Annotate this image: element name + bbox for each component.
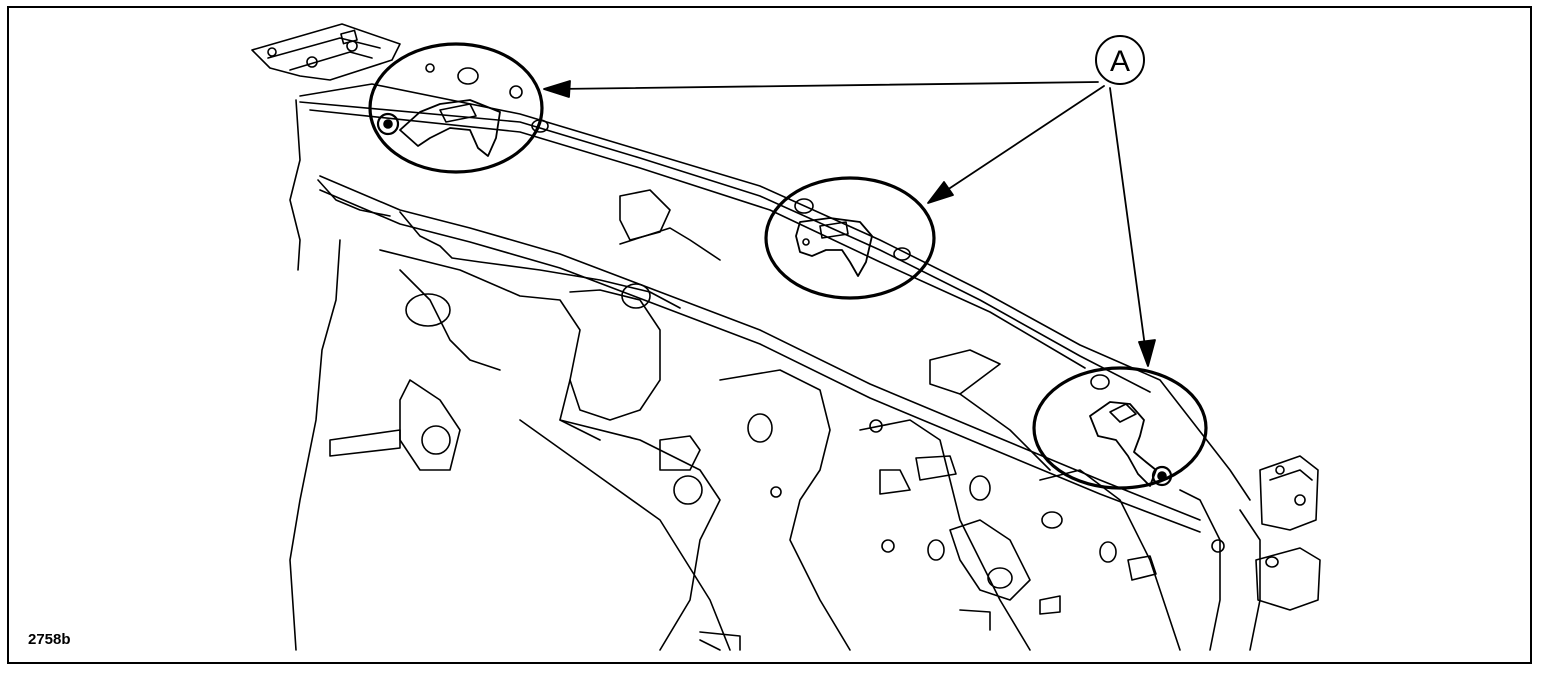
arrow-head-right [1138, 339, 1156, 367]
detail-circle-right [1032, 366, 1208, 490]
top-left-bracket [251, 23, 401, 81]
leader-line-right [1109, 87, 1147, 355]
arrow-head-middle [927, 181, 954, 204]
leader-line-left [555, 81, 1099, 90]
arrow-head-left [543, 80, 571, 98]
detail-circle-left [368, 42, 549, 174]
detail-circle-middle [764, 176, 936, 300]
callout-A: A [1095, 35, 1145, 85]
leader-arrows [543, 80, 1156, 367]
figure-id-label: 2758b [28, 631, 71, 648]
firewall-lower [289, 239, 1261, 651]
leader-line-middle [937, 85, 1105, 197]
right-fender-bracket [1255, 455, 1321, 611]
callout-letter: A [1110, 45, 1130, 78]
